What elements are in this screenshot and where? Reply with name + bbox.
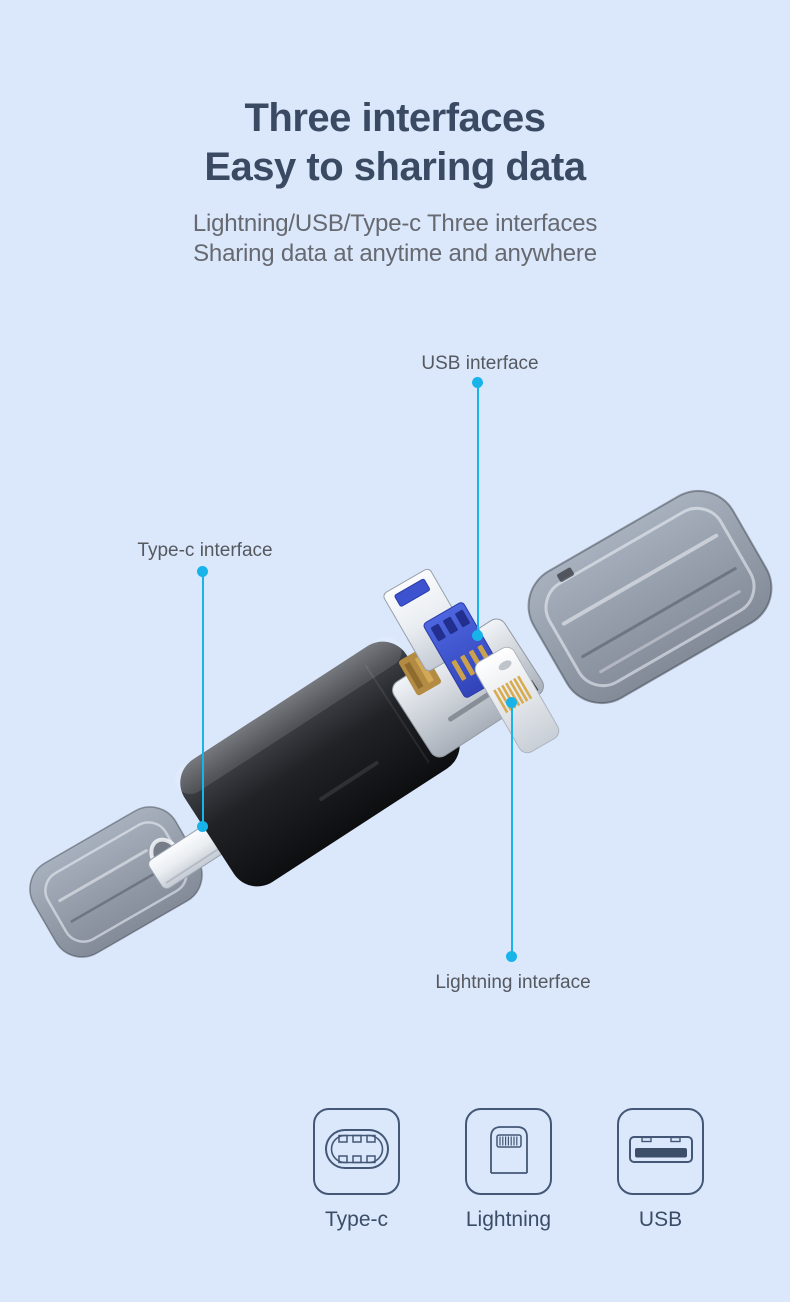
hinge-contacts — [398, 648, 442, 696]
callout-dot-usb-top — [472, 377, 483, 388]
callout-dot-usb-bottom — [472, 630, 483, 641]
callout-line-lightning — [511, 703, 513, 957]
header: Three interfaces Easy to sharing data Li… — [0, 94, 790, 269]
legend-label-lightning: Lightning — [465, 1208, 552, 1231]
product-photo — [29, 489, 773, 958]
legend-box-usb — [617, 1108, 704, 1195]
legend-label-type-c: Type-c — [324, 1208, 389, 1231]
legend-box-lightning — [465, 1108, 552, 1195]
callout-label-type-c: Type-c interface — [137, 540, 273, 561]
callout-dot-lightning-top — [506, 697, 517, 708]
legend-label-usb: USB — [638, 1208, 683, 1231]
callout-dot-type-c-bottom — [197, 821, 208, 832]
legend-item-usb: USB — [617, 1108, 704, 1233]
lightning-connector — [474, 646, 560, 754]
subtitle-line-1: Lightning/USB/Type-c Three interfaces — [192, 210, 598, 237]
legend-item-lightning: Lightning — [465, 1108, 552, 1233]
page-title-line-1: Three interfaces — [244, 96, 546, 140]
callout-dot-lightning-bottom — [506, 951, 517, 962]
legend-box-type-c — [313, 1108, 400, 1195]
callout-dot-type-c-top — [197, 566, 208, 577]
callout-label-lightning: Lightning interface — [435, 972, 591, 993]
type-c-port-icon — [324, 1126, 390, 1177]
page-title-line-2: Easy to sharing data — [204, 145, 586, 189]
callout-line-usb — [477, 382, 479, 636]
usb-port-icon — [628, 1131, 694, 1172]
interface-legend: Type-c Lightning — [313, 1108, 704, 1233]
page-subtitle: Lightning/USB/Type-c Three interfaces Sh… — [0, 209, 790, 269]
callout-label-usb: USB interface — [421, 353, 539, 374]
cap-large — [527, 489, 773, 705]
cap-small — [29, 806, 203, 958]
callout-line-type-c — [202, 572, 204, 827]
lightning-connector-icon — [481, 1123, 537, 1180]
flash-drive-body — [175, 636, 460, 887]
legend-item-type-c: Type-c — [313, 1108, 400, 1233]
subtitle-line-2: Sharing data at anytime and anywhere — [193, 240, 597, 267]
